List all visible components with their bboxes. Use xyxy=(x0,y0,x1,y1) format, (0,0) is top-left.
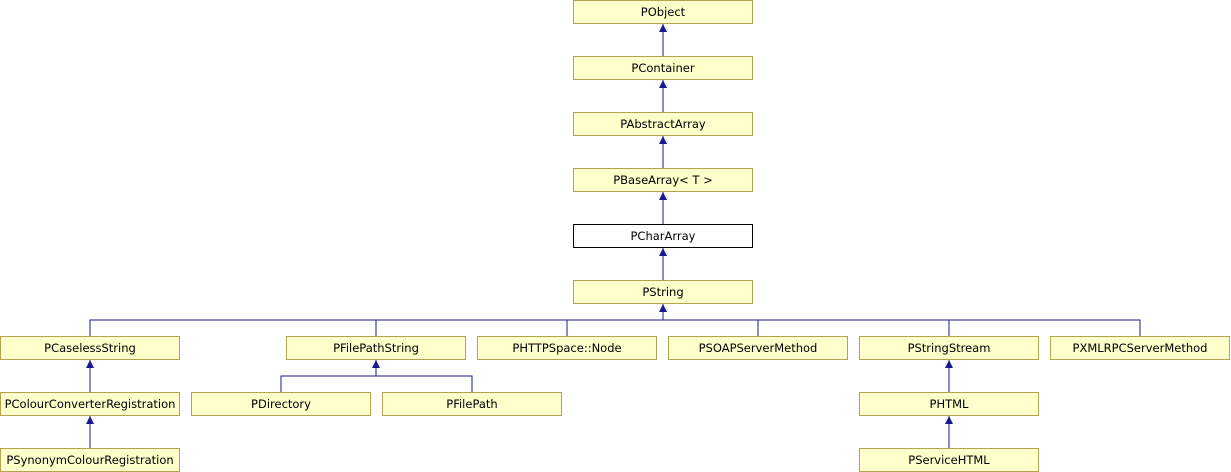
node-pxmlrpcservermethod[interactable]: PXMLRPCServerMethod xyxy=(1050,336,1230,360)
node-pstringstream[interactable]: PStringStream xyxy=(859,336,1039,360)
node-pcolourconverterregistration[interactable]: PColourConverterRegistration xyxy=(0,392,180,416)
bus-pstring-children xyxy=(89,319,1141,336)
node-pstring[interactable]: PString xyxy=(573,280,753,304)
node-pservicehtml[interactable]: PServiceHTML xyxy=(859,448,1039,472)
node-pcaselessstring[interactable]: PCaselessString xyxy=(0,336,180,360)
node-pdirectory[interactable]: PDirectory xyxy=(191,392,371,416)
node-pfilepathstring[interactable]: PFilePathString xyxy=(286,336,466,360)
node-pcontainer[interactable]: PContainer xyxy=(573,56,753,80)
node-psynonymcolourregistration[interactable]: PSynonymColourRegistration xyxy=(0,448,180,472)
node-psoapservermethod[interactable]: PSOAPServerMethod xyxy=(668,336,848,360)
node-pfilepath[interactable]: PFilePath xyxy=(382,392,562,416)
node-phtml[interactable]: PHTML xyxy=(859,392,1039,416)
node-pabstractarray[interactable]: PAbstractArray xyxy=(573,112,753,136)
node-pchararray-current: PCharArray xyxy=(573,224,753,248)
bus-pfilepathstring-children xyxy=(280,375,473,392)
node-phttpspace-node[interactable]: PHTTPSpace::Node xyxy=(477,336,657,360)
node-pobject[interactable]: PObject xyxy=(573,0,753,24)
node-pbasearray[interactable]: PBaseArray< T > xyxy=(573,168,753,192)
